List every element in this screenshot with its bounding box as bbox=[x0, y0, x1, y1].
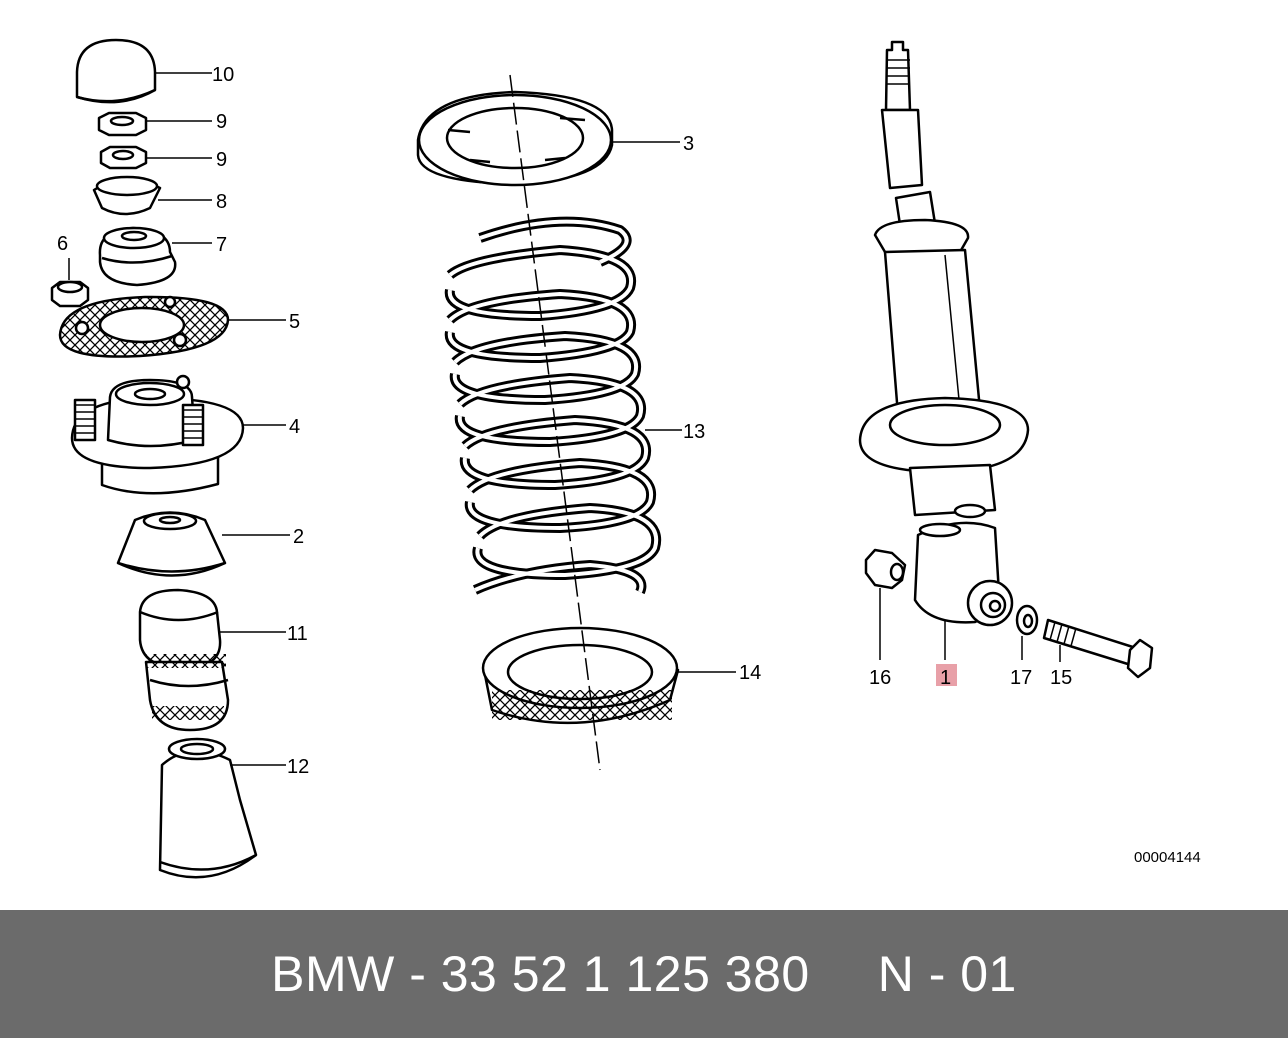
flange-nut-part bbox=[50, 280, 90, 308]
callout-1-highlight bbox=[936, 664, 957, 686]
callout-9-upper: 9 bbox=[216, 111, 227, 133]
upper-spring-seat-part bbox=[416, 90, 614, 187]
callout-2: 2 bbox=[293, 526, 304, 548]
callout-16: 16 bbox=[869, 667, 891, 689]
callout-7: 7 bbox=[216, 234, 227, 256]
callout-12: 12 bbox=[287, 756, 309, 778]
callout-1[interactable]: 1 bbox=[940, 667, 951, 689]
cup-washer-part bbox=[92, 175, 162, 216]
dust-cap-part bbox=[75, 38, 157, 104]
strut-mount-part bbox=[70, 374, 245, 495]
leader-lines bbox=[68, 72, 1061, 766]
drawing-code: 00004144 bbox=[1134, 849, 1201, 866]
shock-absorber-part bbox=[858, 40, 1030, 627]
lower-spring-seat-part bbox=[481, 626, 680, 725]
rubber-bushing-part bbox=[98, 226, 177, 287]
callout-8: 8 bbox=[216, 191, 227, 213]
callout-9-lower: 9 bbox=[216, 149, 227, 171]
callout-15: 15 bbox=[1050, 667, 1072, 689]
part-number-footer: BMW - 33 52 1 125 380 N - 01 bbox=[0, 910, 1288, 1038]
lock-nut-part bbox=[864, 548, 907, 590]
part-number-label: BMW - 33 52 1 125 380 bbox=[271, 946, 810, 1002]
callout-13: 13 bbox=[683, 421, 705, 443]
spring-axis-line bbox=[509, 74, 601, 771]
protective-boot-part bbox=[158, 737, 258, 879]
variant-label: N - 01 bbox=[877, 946, 1017, 1002]
callout-10: 10 bbox=[212, 64, 234, 86]
parts-diagram: 10 9 9 8 7 6 5 4 2 11 12 3 13 14 16 1 17… bbox=[50, 38, 1201, 879]
callout-17: 17 bbox=[1010, 667, 1032, 689]
coil-spring-inner bbox=[447, 219, 659, 593]
callout-6: 6 bbox=[57, 233, 68, 255]
hex-nut-lower-part bbox=[99, 145, 148, 170]
bump-stop-part bbox=[138, 588, 230, 732]
washer-part bbox=[1015, 604, 1039, 636]
bolt-part bbox=[1042, 618, 1154, 679]
callout-11: 11 bbox=[287, 623, 308, 645]
callout-4: 4 bbox=[289, 416, 300, 438]
rubber-cone-part bbox=[116, 511, 227, 577]
gasket-plate-part bbox=[58, 295, 230, 358]
hex-nut-upper-part bbox=[97, 111, 148, 137]
callout-14: 14 bbox=[739, 662, 761, 684]
callout-5: 5 bbox=[289, 311, 300, 333]
callout-3: 3 bbox=[683, 133, 694, 155]
